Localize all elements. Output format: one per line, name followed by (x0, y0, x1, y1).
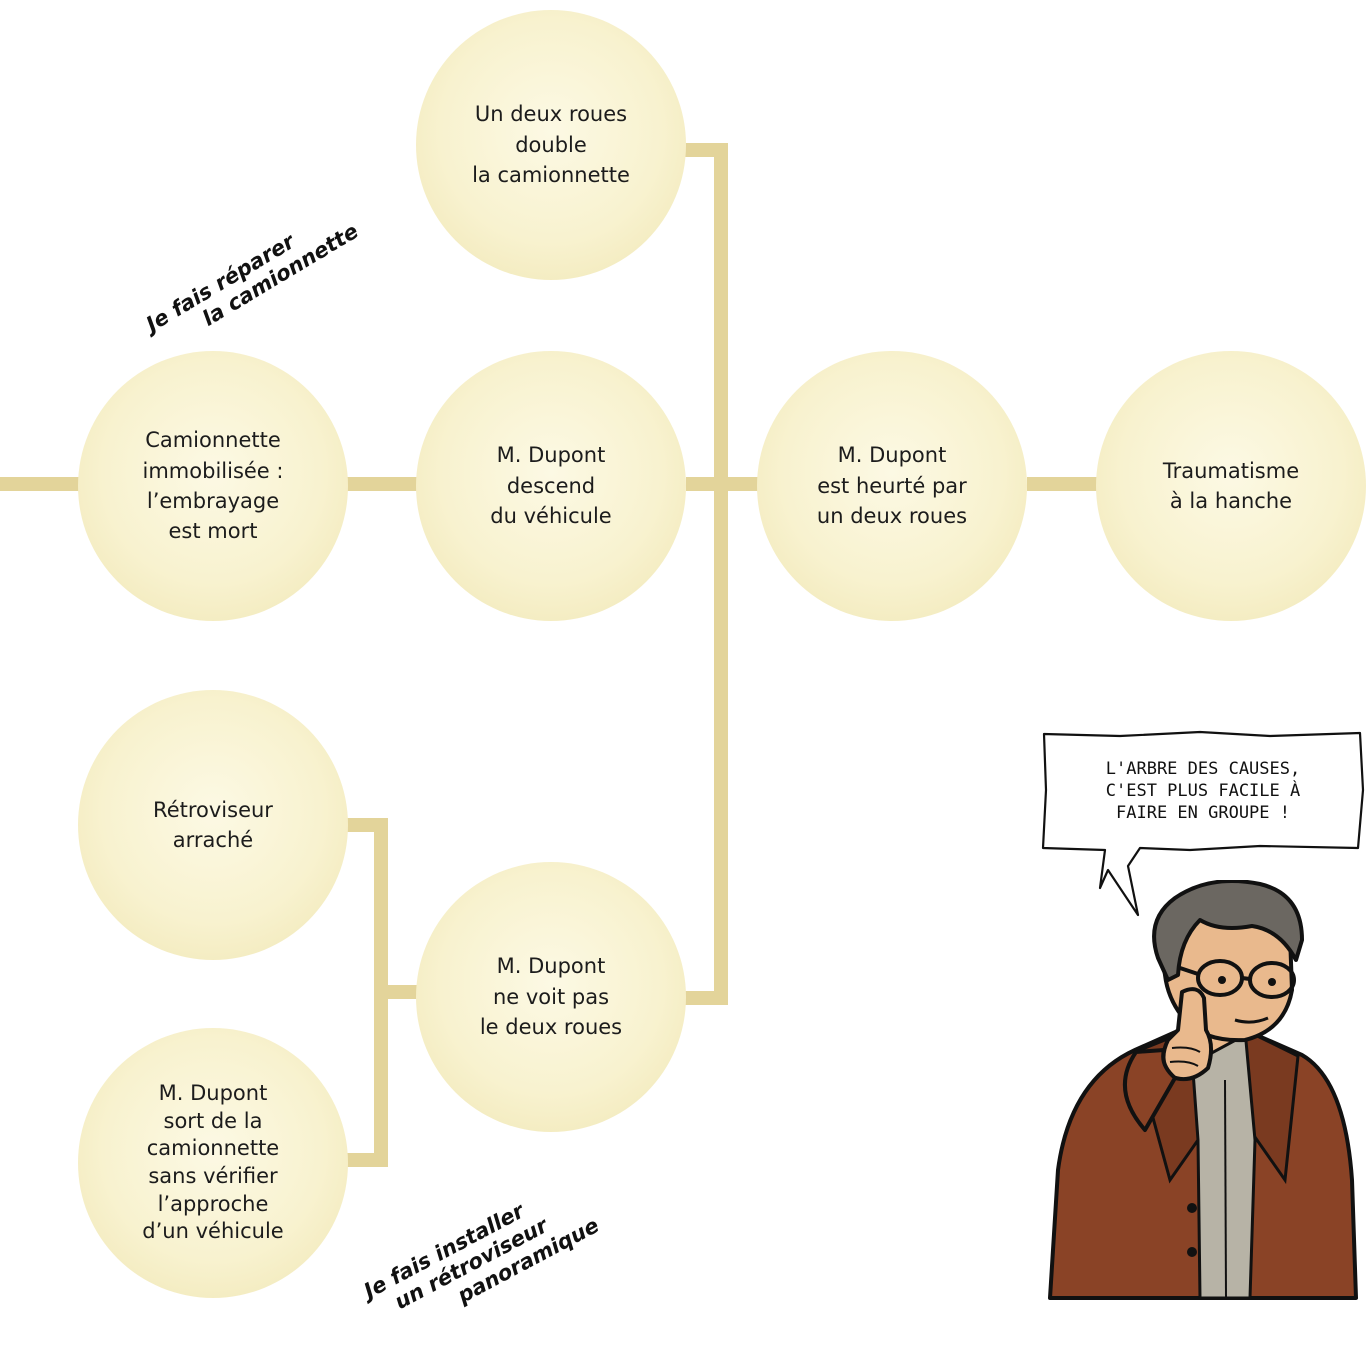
node-label: Camionnette immobilisée : l’embrayage es… (142, 428, 284, 544)
eye-left (1218, 976, 1226, 984)
node-sort-sans-verifier: M. Dupont sort de la camionnette sans vé… (78, 1028, 348, 1298)
node-traumatisme: Traumatisme à la hanche (1096, 351, 1366, 621)
node-label: Rétroviseur arraché (153, 797, 273, 852)
node-label: Un deux roues double la camionnette (472, 102, 630, 188)
jacket-sleeve (1122, 1048, 1177, 1132)
finger-lines (1169, 1046, 1201, 1067)
speech-bubble-text: L'ARBRE DES CAUSES, C'EST PLUS FACILE À … (1105, 758, 1301, 824)
node-retroviseur-arrache: Rétroviseur arraché (78, 690, 348, 960)
cause-tree-connectors (0, 143, 1100, 1167)
glasses (1179, 959, 1296, 999)
shirt-placket (1224, 1079, 1227, 1299)
node-descend-vehicule: M. Dupont descend du véhicule (416, 351, 686, 621)
eye-right (1268, 978, 1276, 986)
jacket-button (1187, 1203, 1197, 1213)
hair (1152, 880, 1304, 982)
node-ne-voit-pas: M. Dupont ne voit pas le deux roues (416, 862, 686, 1132)
node-label: M. Dupont est heurté par un deux roues (816, 443, 968, 529)
jacket-button (1187, 1247, 1197, 1257)
node-camionnette-immobilisee: Camionnette immobilisée : l’embrayage es… (78, 351, 348, 621)
node-deux-roues-double: Un deux roues double la camionnette (416, 10, 686, 280)
node-label: Traumatisme à la hanche (1162, 458, 1300, 513)
connector-retroviseur-bracket (346, 818, 388, 1167)
node-label: M. Dupont sort de la camionnette sans vé… (142, 1080, 284, 1244)
node-heurte: M. Dupont est heurté par un deux roues (757, 351, 1027, 621)
presenter-illustration (1048, 880, 1358, 1300)
node-label: M. Dupont descend du véhicule (490, 443, 612, 529)
node-label: M. Dupont ne voit pas le deux roues (479, 954, 623, 1040)
connector-junction-bracket (684, 143, 728, 1005)
mouth (1234, 1016, 1269, 1024)
